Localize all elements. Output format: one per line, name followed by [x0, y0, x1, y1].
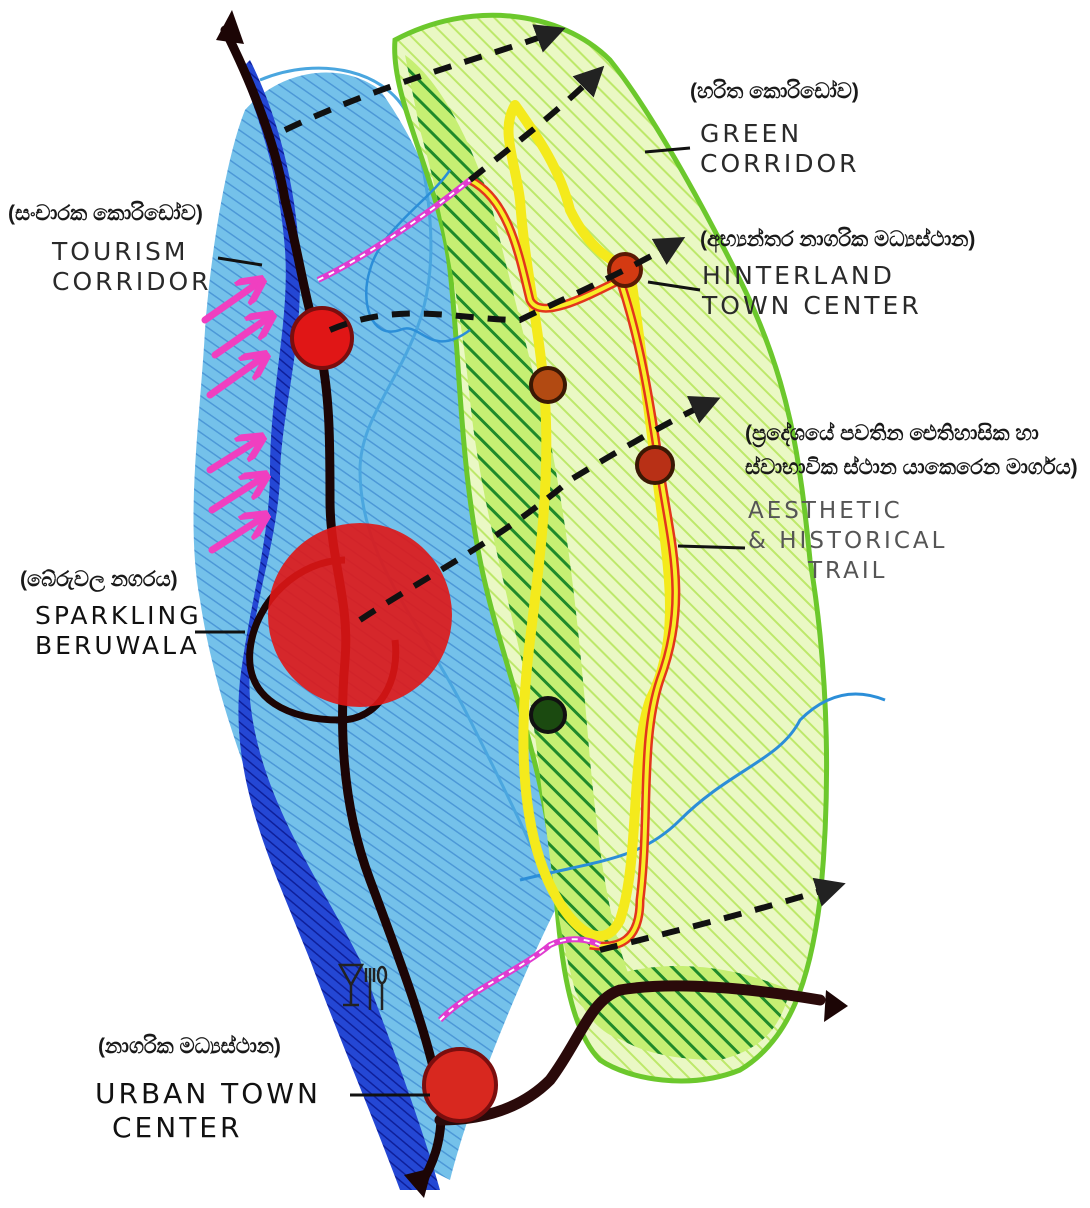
trail-label-line3: TRAIL [808, 558, 887, 584]
hinterland-label-line2: TOWN CENTER [702, 292, 922, 321]
urban-town-center-label-line1: URBAN TOWN [95, 1078, 321, 1110]
hinterland-sinhala-label: (අභ්‍යන්තර නාගරික මධ්‍යස්ථාන) [700, 228, 975, 252]
trail-node-1 [531, 368, 565, 402]
beruwala-label-line1: SPARKLING [35, 602, 202, 631]
leader-trail [678, 546, 745, 548]
urban-town-center-label-line2: CENTER [112, 1112, 242, 1144]
road-north-arrow [216, 10, 244, 44]
trail-label-line2: & HISTORICAL [748, 528, 947, 554]
trail-label-line1: AESTHETIC [748, 498, 903, 524]
tourism-corridor-sinhala-label: (සංචාරක කොරිඩෝව) [8, 202, 203, 226]
trail-sinhala-label-line1: (ප්‍රදේශයේ පවතින ඓතිහාසික හා [745, 422, 1039, 446]
northern-node-circle [292, 308, 352, 368]
trail-sinhala-label-line2: ස්වාභාවික ස්ථාන යාකෙරෙන මාර්ගය) [745, 456, 1078, 480]
hinterland-town-center-circle [609, 254, 641, 286]
urban-town-center-circle [424, 1049, 496, 1121]
tourism-corridor-label-line2: CORRIDOR [52, 268, 212, 297]
trail-node-2 [637, 447, 673, 483]
beruwala-town-circle [268, 523, 452, 707]
green-corridor-sinhala-label: (හරිත කොරිඩෝව) [690, 80, 859, 104]
hinterland-label-line1: HINTERLAND [702, 262, 895, 291]
green-corridor-label-line1: GREEN [700, 120, 802, 149]
tourism-corridor-label-line1: TOURISM [52, 238, 188, 267]
inland-road-end-arrow [824, 990, 848, 1022]
trail-node-3 [531, 698, 565, 732]
beruwala-label-line2: BERUWALA [35, 632, 200, 661]
green-corridor-label-line2: CORRIDOR [700, 150, 860, 179]
beruwala-sinhala-label: (බේරුවල නගරය) [20, 568, 178, 592]
urban-town-center-sinhala-label: (නාගරික මධ්‍යස්ථාන) [98, 1035, 281, 1059]
